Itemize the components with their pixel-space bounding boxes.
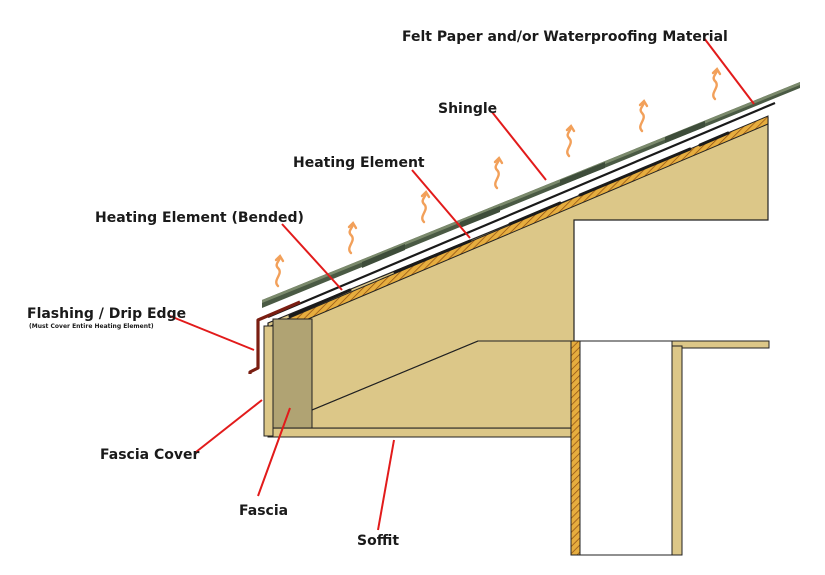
fascia-cover: [263, 325, 274, 437]
label-fascia: Fascia: [239, 503, 288, 519]
leader-fascia-cover: [195, 399, 263, 453]
wall-right-board: [671, 345, 683, 556]
leader-flashing: [169, 315, 255, 351]
joist-top-edge: [311, 340, 479, 411]
heat-wave-6: [638, 99, 649, 133]
label-fascia-cover: Fascia Cover: [100, 447, 199, 463]
leader-shingle: [491, 111, 547, 181]
heat-wave-1: [274, 254, 285, 288]
label-flashing-note: (Must Cover Entire Heating Element): [29, 323, 154, 330]
heat-wave-3: [420, 190, 431, 224]
heat-wave-4: [493, 156, 504, 190]
label-felt-paper: Felt Paper and/or Waterproofing Material: [402, 29, 728, 45]
wall-stud: [570, 340, 581, 556]
fascia-board: [272, 318, 313, 429]
label-heating-element-bended: Heating Element (Bended): [95, 210, 304, 226]
heat-wave-7: [711, 67, 722, 101]
heat-waves: [274, 67, 722, 288]
label-soffit: Soffit: [357, 533, 399, 549]
label-heating-element: Heating Element: [293, 155, 425, 171]
shingle-band: [262, 82, 800, 308]
heating-element: [288, 131, 730, 318]
leader-lines: [169, 37, 755, 531]
felt-paper-layer: [267, 101, 776, 319]
wall-cavity: [579, 340, 673, 556]
leader-fascia: [257, 407, 291, 497]
heat-wave-5: [565, 124, 576, 158]
leader-heating-element-bended: [281, 223, 343, 291]
label-shingle: Shingle: [438, 101, 497, 117]
leader-felt-paper: [703, 37, 755, 105]
leader-heating-element: [411, 169, 471, 239]
flashing-drip-edge: [248, 300, 301, 374]
soffit-board: [267, 427, 575, 438]
heat-wave-2: [347, 221, 358, 255]
label-flashing: Flashing / Drip Edge: [27, 306, 186, 322]
leader-soffit: [377, 439, 395, 531]
